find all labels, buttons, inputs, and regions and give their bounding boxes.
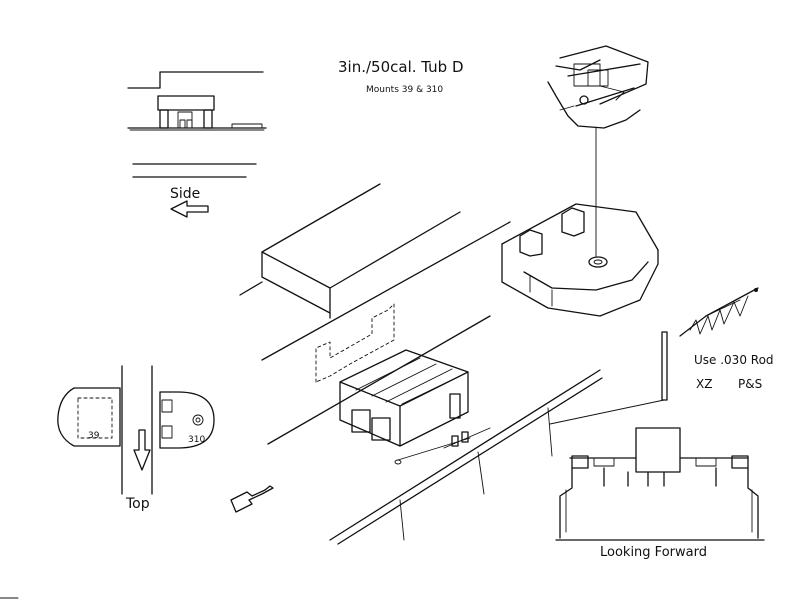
dashed-outline-part	[315, 303, 395, 383]
mount-310-label: 310	[188, 435, 205, 445]
side-direction-arrow	[170, 200, 209, 218]
forward-direction-arrow	[230, 485, 274, 513]
deck-structure	[239, 183, 511, 445]
hull-edge	[329, 369, 603, 545]
diagram-title: 3in./50cal. Tub D	[338, 58, 464, 76]
rod-note: Use .030 Rod	[694, 353, 774, 367]
ps-note: P&S	[738, 377, 762, 391]
diagram-subtitle: Mounts 39 & 310	[366, 85, 443, 95]
gun-tub	[501, 203, 659, 317]
deck-fittings	[394, 427, 491, 465]
looking-forward-view	[555, 427, 765, 541]
deckhouse-box	[339, 349, 469, 447]
looking-forward-label: Looking Forward	[600, 545, 707, 560]
mount-39-label: 39	[88, 431, 100, 441]
xz-note: XZ	[696, 377, 712, 391]
rod-detail	[549, 287, 759, 425]
top-label: Top	[125, 496, 150, 512]
gun-mount-assembly	[547, 45, 649, 257]
side-view	[127, 71, 267, 178]
top-view	[57, 365, 215, 495]
side-label: Side	[170, 186, 200, 202]
